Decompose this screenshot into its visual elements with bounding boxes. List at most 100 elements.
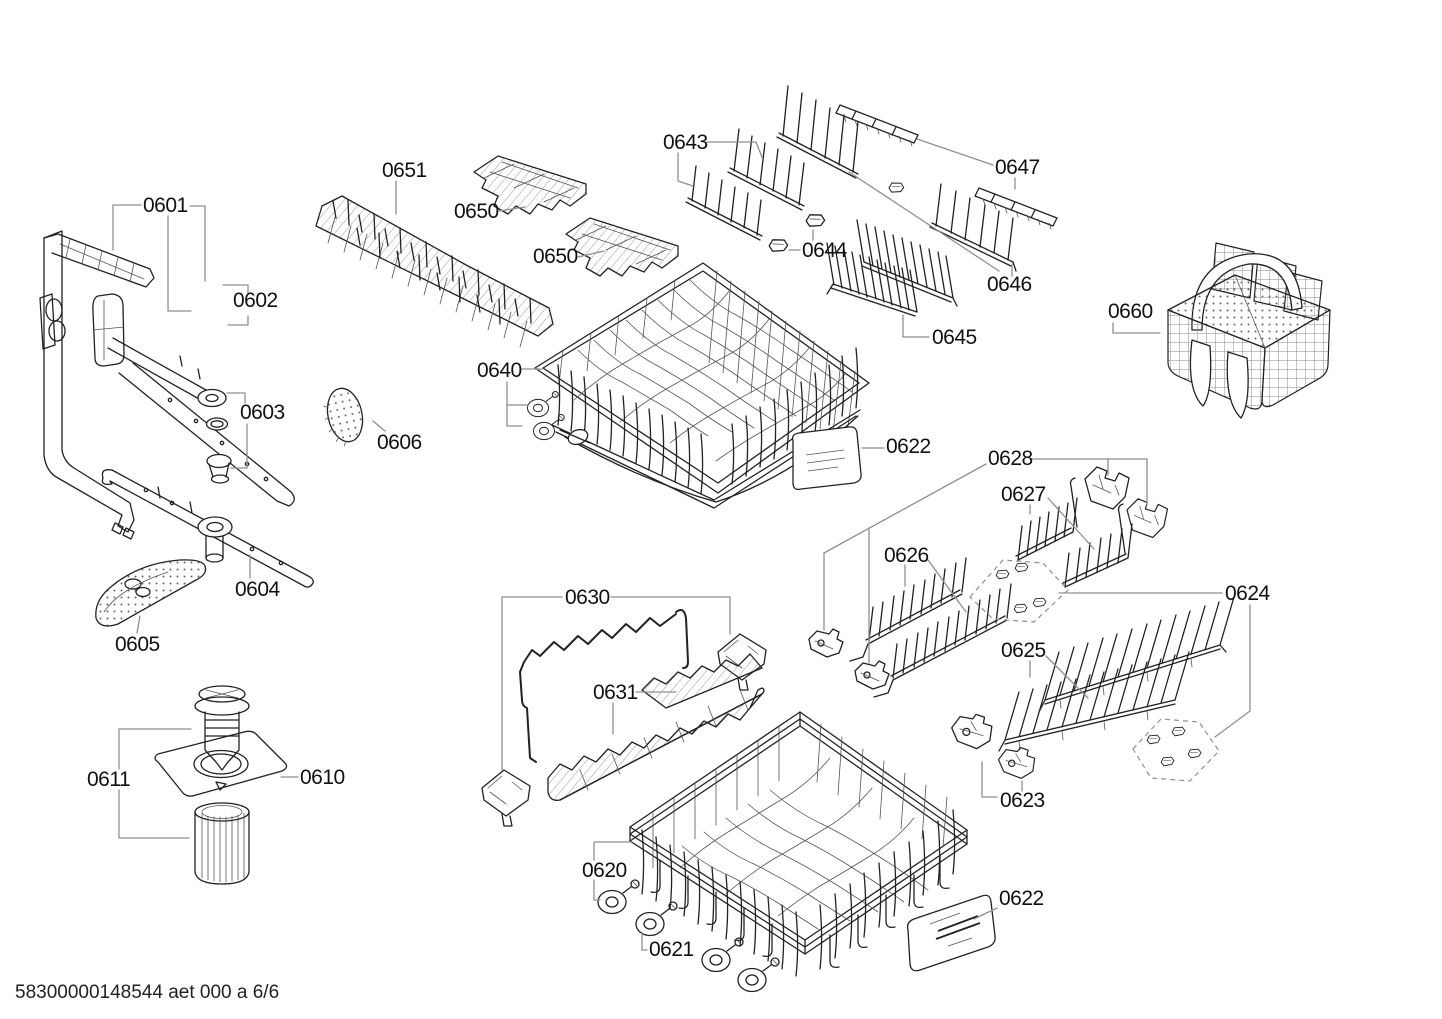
part-label: 0650	[454, 200, 499, 223]
mounting-frame	[39, 230, 155, 540]
part-label: 0625	[1001, 639, 1046, 662]
basket-wheel-0621-c	[737, 957, 780, 993]
label-0643: 0643	[663, 131, 763, 187]
part-label: 0622	[999, 887, 1044, 910]
latch-0628-a	[1084, 466, 1130, 510]
tine-row-small	[685, 165, 763, 241]
serrated-strip-right	[974, 187, 1058, 230]
label-0626: 0626	[884, 544, 967, 613]
label-0650-a: 0650	[454, 200, 526, 223]
part-label: 0606	[377, 431, 422, 454]
label-0650-b: 0650	[533, 245, 605, 268]
part-label: 0626	[884, 544, 929, 567]
callouts: 0601 0602 0603 0604 0605 0606 0610 0611 …	[87, 131, 1271, 961]
clip-0623-b	[996, 745, 1038, 782]
label-0622-upper: 0622	[861, 435, 931, 458]
label-0630: 0630	[501, 586, 731, 771]
part-label: 0627	[1001, 483, 1046, 506]
clip-0623-a	[949, 711, 996, 753]
clip-set-0624-b	[1132, 718, 1220, 782]
part-label: 0622	[886, 435, 931, 458]
tine-row-medium	[727, 128, 805, 211]
serrated-rack-strip	[547, 653, 765, 801]
clip-0646	[887, 179, 906, 195]
tine-row-0646	[929, 183, 1017, 272]
front-roller	[559, 428, 591, 446]
part-label: 0640	[477, 359, 522, 382]
part-label: 0605	[115, 633, 160, 656]
wire-end-bracket-left	[481, 769, 531, 827]
part-label: 0603	[240, 401, 285, 424]
tine-row-0626-b	[873, 583, 1012, 698]
part-label: 0646	[987, 273, 1032, 296]
tine-row-0645-front	[826, 242, 918, 317]
label-0640: 0640	[477, 359, 543, 427]
clip-0644-b	[804, 210, 827, 230]
label-0647: 0647	[916, 138, 1040, 190]
serrated-strip-top	[835, 104, 919, 147]
clip-0628-c	[808, 628, 844, 658]
fold-down-rack-b	[565, 217, 679, 277]
label-0628: 0628	[823, 447, 1148, 664]
part-label: 0610	[300, 766, 345, 789]
tine-row-0627-a	[1015, 477, 1078, 561]
part-label: 0647	[995, 156, 1040, 179]
part-label: 0631	[593, 681, 638, 704]
part-label: 0644	[802, 239, 848, 262]
perforated-disc	[323, 387, 364, 447]
label-0601: 0601	[112, 194, 206, 312]
filter-screen-plate	[95, 559, 207, 627]
label-0651: 0651	[382, 159, 427, 215]
part-label: 0623	[1000, 789, 1045, 812]
clip-0644-a	[767, 235, 790, 255]
label-0645: 0645	[902, 314, 977, 349]
label-0620: 0620	[582, 841, 632, 901]
label-0603: 0603	[226, 392, 285, 469]
tine-row-0625-a	[998, 651, 1190, 752]
part-label: 0624	[1225, 582, 1271, 605]
part-label: 0650	[533, 245, 578, 268]
part-label: 0621	[649, 938, 694, 961]
label-0604: 0604	[235, 554, 281, 601]
part-label: 0620	[582, 859, 627, 882]
label-0660: 0660	[1108, 300, 1161, 334]
feed-pipe-assembly	[92, 293, 295, 507]
part-label: 0643	[663, 131, 708, 154]
part-label: 0604	[235, 578, 281, 601]
fold-rack-wire	[519, 609, 689, 763]
lower-basket	[629, 711, 968, 977]
label-0602: 0602	[222, 284, 278, 326]
cutlery-basket	[1167, 242, 1331, 419]
part-label: 0645	[932, 326, 977, 349]
label-0627: 0627	[1001, 483, 1095, 550]
bearing-ring-and-nozzle	[205, 417, 232, 484]
tine-row-0627-b	[1062, 503, 1133, 588]
cover-plate-upper	[791, 426, 862, 491]
clip-set-0624-a	[969, 559, 1069, 623]
document-number: 58300000148544 aet 000 a 6/6	[15, 982, 279, 1003]
label-0625: 0625	[1001, 639, 1089, 699]
basket-wheel-0621-b	[701, 937, 744, 973]
part-label: 0630	[565, 586, 610, 609]
label-0605: 0605	[115, 615, 160, 656]
lower-spray-arm	[101, 469, 314, 588]
tine-row-0626-a	[849, 557, 967, 662]
label-0623: 0623	[981, 761, 1045, 812]
label-0644: 0644	[788, 229, 848, 262]
upper-basket	[527, 262, 870, 509]
label-0621: 0621	[641, 931, 694, 961]
label-0622-lower: 0622	[973, 887, 1044, 920]
label-0631: 0631	[593, 681, 677, 735]
part-label: 0611	[87, 768, 130, 791]
basket-wheel-0620	[597, 879, 640, 915]
label-0610: 0610	[280, 766, 345, 789]
label-0624: 0624	[1058, 582, 1271, 738]
label-0611: 0611	[87, 728, 192, 839]
part-label: 0602	[233, 289, 278, 312]
tine-row-0625-b	[1038, 596, 1235, 713]
clip-0628-d	[854, 660, 890, 690]
filter-assembly	[154, 685, 288, 885]
part-label: 0660	[1108, 300, 1153, 323]
